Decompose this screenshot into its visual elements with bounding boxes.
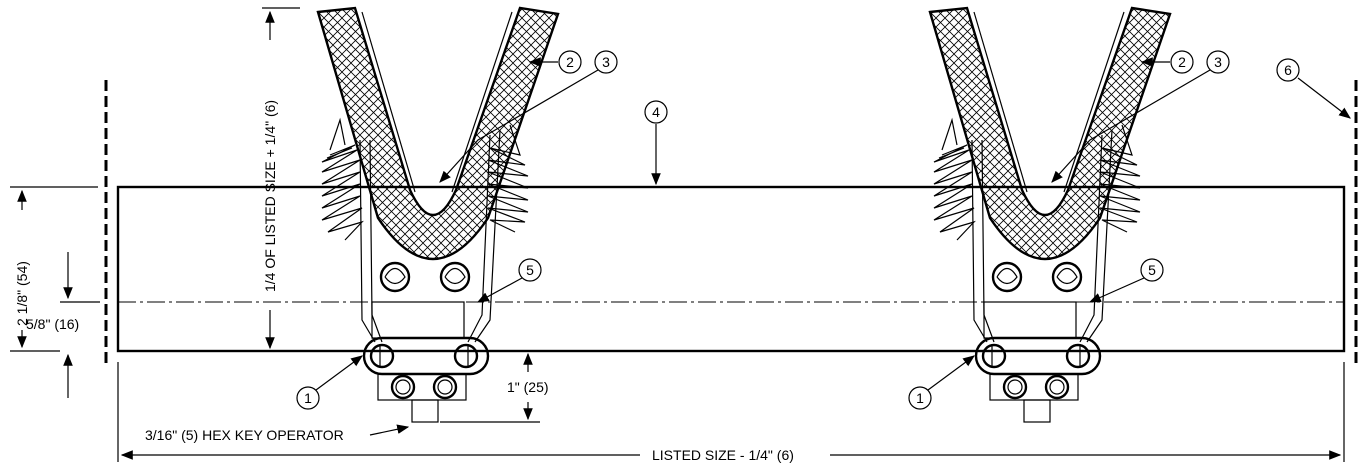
callout-6-label: 6 (1284, 62, 1292, 78)
hex-key-label: 3/16" (5) HEX KEY OPERATOR (145, 427, 344, 443)
coupling-right (928, 6, 1172, 423)
callout-4-label: 4 (652, 104, 660, 120)
dim-below-label: 1" (25) (507, 379, 549, 395)
callout-1-left-label: 1 (304, 390, 312, 406)
callout-2-right (1170, 50, 1194, 74)
callout-4 (644, 100, 668, 124)
callout-5-left-label: 5 (526, 262, 534, 278)
callout-3-left-label: 3 (602, 54, 610, 70)
dim-upper-label: 1/4 OF LISTED SIZE + 1/4" (6) (262, 100, 278, 292)
callout-3-right-label: 3 (1214, 54, 1222, 70)
coupling-left (316, 6, 560, 423)
callout-5-left (518, 258, 542, 282)
hose-right (928, 6, 1172, 260)
dim-width-label: LISTED SIZE - 1/4" (6) (652, 447, 794, 463)
callout-2-left (558, 50, 582, 74)
callout-5-right (1140, 258, 1164, 282)
dim-total-label: 2 1/8" (54) (14, 261, 30, 326)
callout-5-right-label: 5 (1148, 262, 1156, 278)
dim-center-label: 5/8" (16) (26, 316, 79, 332)
callout-1-right-label: 1 (916, 390, 924, 406)
callout-3-right (1206, 50, 1230, 74)
callout-2-right-label: 2 (1178, 54, 1186, 70)
callout-3-left (594, 50, 618, 74)
callout-1-left (296, 386, 320, 410)
pipe-body (116, 185, 1346, 353)
callout-1-right (908, 386, 932, 410)
callout-2-left-label: 2 (566, 54, 574, 70)
hose-left (316, 6, 560, 260)
callout-6 (1276, 58, 1300, 82)
